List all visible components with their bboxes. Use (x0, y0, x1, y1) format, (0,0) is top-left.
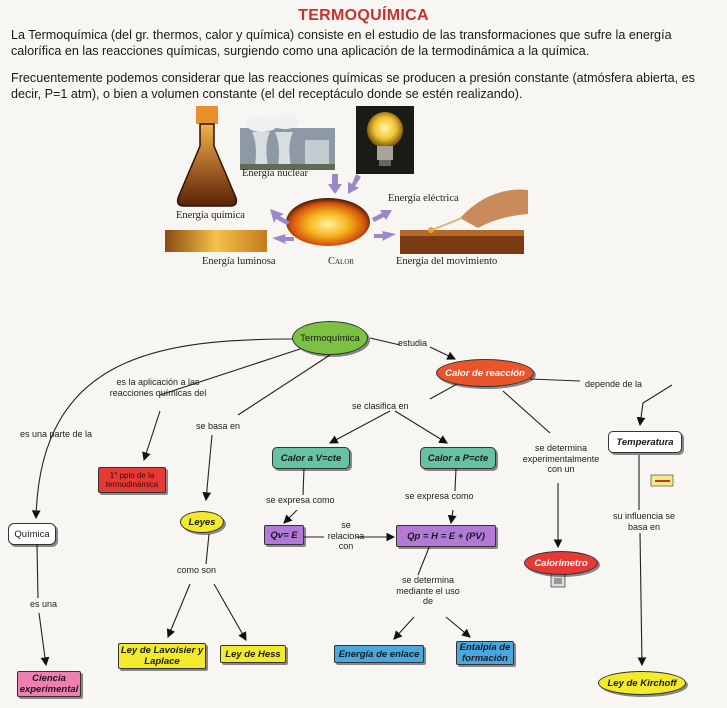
thermometer-icon (650, 474, 674, 487)
link-expresa-p: se expresa como (405, 491, 474, 501)
link-determina-mediante: se determina mediante el uso de (396, 575, 460, 606)
label-nuclear-energy: Energía nuclear (242, 168, 308, 179)
node-temperatura: Temperatura (608, 431, 682, 453)
link-aplicacion: es la aplicación a las reacciones químic… (109, 377, 207, 398)
concept-map-connectors (31, 337, 674, 667)
node-leyes: Leyes (180, 511, 224, 533)
convergence-arrows (270, 174, 396, 244)
link-es-una: es una (30, 599, 58, 609)
nuclear-plant-image (240, 115, 335, 170)
node-ley-kirchoff: Ley de Kirchoff (598, 671, 686, 695)
node-entalpia-formacion: Entalpía de formación (456, 641, 514, 665)
node-ciencia-experimental: Ciencia experimental (17, 671, 81, 697)
label-luminous-energy: Energía luminosa (202, 256, 276, 267)
label-movement-energy: Energía del movimiento (396, 256, 498, 267)
link-parte-de: es una parte de la (20, 429, 93, 439)
hand-match-image (400, 189, 528, 254)
link-como-son: como son (177, 565, 217, 575)
link-se-basa: se basa en (196, 421, 241, 431)
node-termoquimica: Termoquímica (292, 321, 368, 355)
link-influencia: su influencia se basa en (612, 511, 676, 532)
light-strip-image (165, 230, 267, 252)
node-calor-p: Calor a P=cte (420, 447, 496, 469)
node-calor-reaccion: Calor de reacción (436, 359, 534, 387)
page-title: TERMOQUÍMICA (298, 7, 429, 24)
energy-illustration: Energía nuclear Energía eléctrica Energí… (160, 106, 530, 272)
node-primer-principio: 1° ppio de la termodinámica (98, 467, 166, 493)
link-estudia: estudia (398, 338, 428, 348)
calorimeter-icon (550, 573, 566, 588)
node-lavoisier-laplace: Ley de Lavoisier y Laplace (118, 643, 206, 669)
link-clasifica: se clasifica en (352, 401, 409, 411)
node-calor-v: Calor a V=cte (272, 447, 350, 469)
energy-illustration-graphic (165, 106, 528, 254)
label-electric-energy: Energía eléctrica (388, 193, 459, 204)
link-depende: depende de la (585, 379, 643, 389)
node-qv: Qv= E (264, 525, 304, 545)
label-heat: Calor (328, 256, 355, 267)
node-calorimetro: Calorímetro (524, 551, 598, 575)
second-paragraph: Frecuentemente podemos considerar que la… (11, 71, 695, 101)
link-relaciona: se relaciona con (327, 520, 365, 551)
light-bulb-image (356, 106, 414, 174)
link-expresa-v: se expresa como (266, 495, 335, 505)
label-chemical-energy: Energía química (176, 210, 245, 221)
intro-paragraph: La Termoquímica (del gr. thermos, calor … (11, 28, 672, 58)
flask-image (176, 106, 238, 207)
link-determina-experimentalmente: se determina experimentalmente con un (522, 443, 600, 474)
node-energia-enlace: Energía de enlace (334, 645, 424, 663)
node-qp: Qp = H = E + (PV) (396, 525, 496, 547)
node-quimica: Química (8, 523, 56, 545)
heat-fire-image (286, 198, 370, 246)
node-ley-hess: Ley de Hess (220, 645, 286, 663)
